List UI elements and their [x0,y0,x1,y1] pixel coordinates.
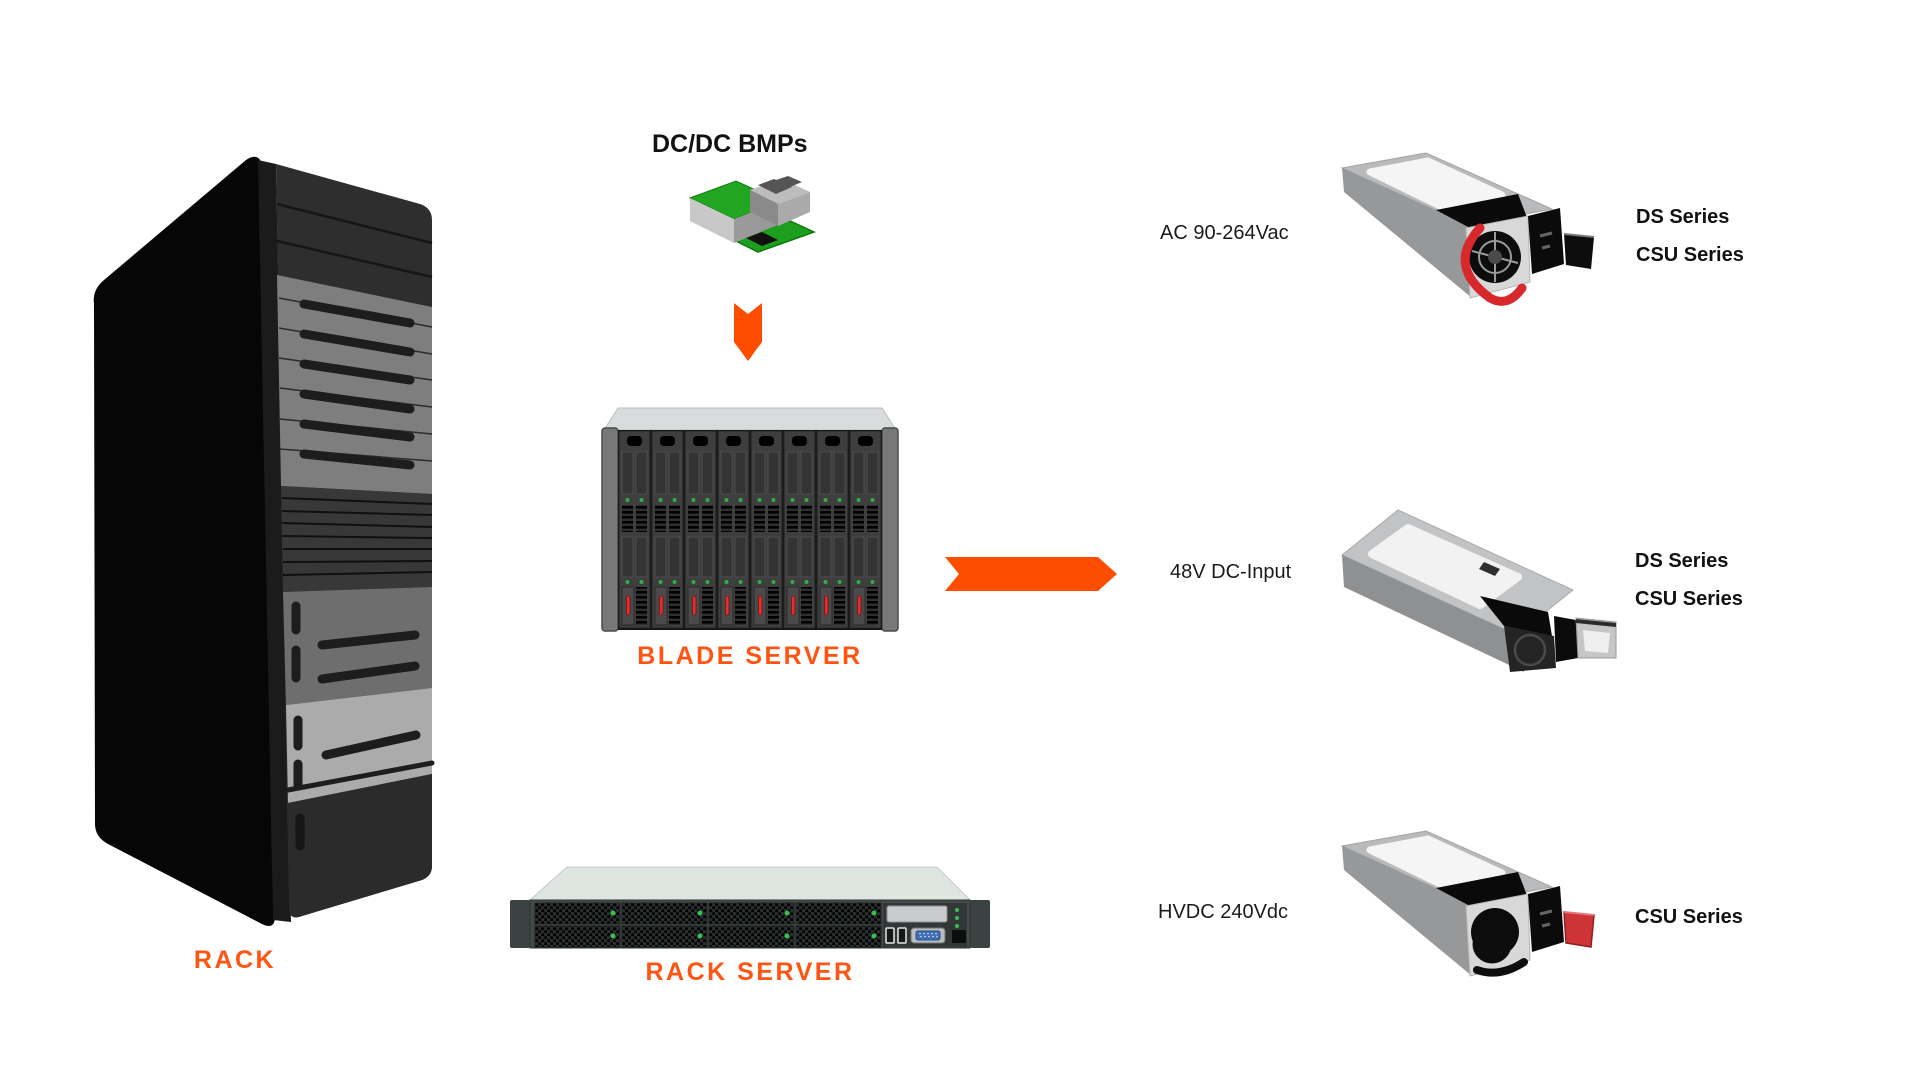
rack-illustration [93,156,435,927]
psu-ac-illustration [1340,152,1595,306]
series-labels-ac: DS Series CSU Series [1636,198,1744,274]
series-label: CSU Series [1636,244,1744,266]
blade-server-label: BLADE SERVER [637,642,863,670]
input-label-ac: AC 90-264Vac [1160,222,1289,244]
rack-server-illustration [510,866,990,949]
psu-hvdc-illustration [1340,830,1595,977]
blade-server-illustration [601,407,899,632]
series-labels-hvdc: CSU Series [1635,898,1743,936]
input-label-48v: 48V DC-Input [1170,561,1292,583]
pcb-module-icon [688,176,816,253]
rack-label: RACK [193,946,277,974]
series-label: DS Series [1635,550,1729,572]
down-arrow-icon [734,303,762,361]
input-label-hvdc: HVDC 240Vdc [1158,901,1289,923]
dcdc-bmps-title: DC/DC BMPs [652,130,808,158]
series-labels-48v: DS Series CSU Series [1635,542,1743,618]
right-arrow-icon [945,557,1117,591]
series-label: CSU Series [1635,906,1743,928]
rack-server-label: RACK SERVER [645,958,855,986]
psu-dc-illustration [1341,509,1617,672]
series-label: CSU Series [1635,588,1743,610]
series-label: DS Series [1636,206,1730,228]
